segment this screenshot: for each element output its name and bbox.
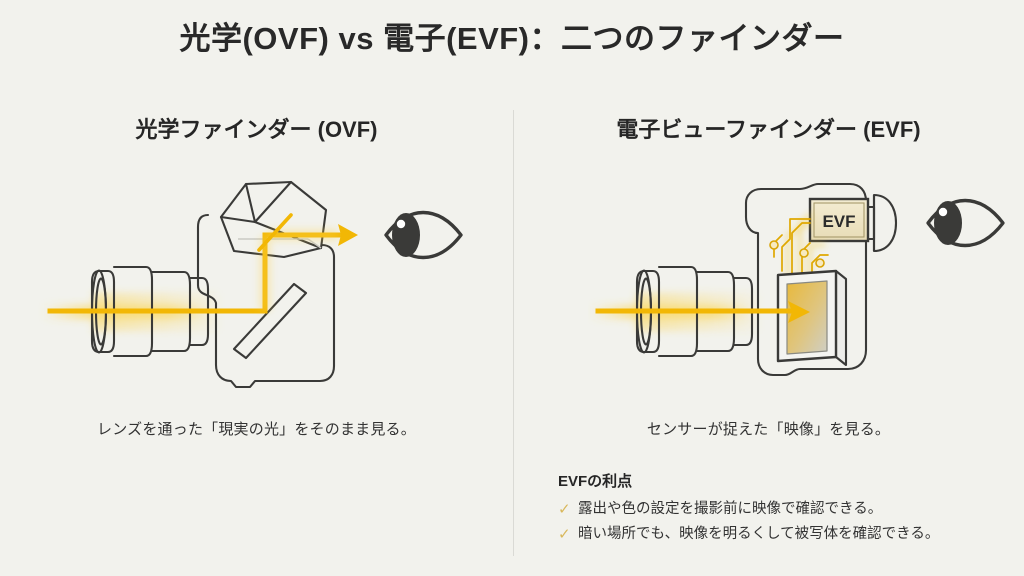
pentaprism	[219, 180, 328, 259]
eyecup	[872, 193, 898, 253]
benefit-text: 暗い場所でも、映像を明るくして被写体を確認できる。	[578, 526, 940, 543]
reflex-mirror	[232, 282, 308, 360]
evf-panel-label: EVF	[822, 212, 855, 231]
evf-panel: EVF	[808, 197, 870, 243]
eye-icon	[926, 198, 1005, 248]
ovf-diagram	[38, 175, 478, 395]
reflection-ray	[257, 213, 293, 252]
light-path-glow	[259, 229, 338, 311]
benefit-item: ✓ 暗い場所でも、映像を明るくして被写体を確認できる。	[558, 525, 1018, 545]
evf-caption: センサーが捉えた「映像」を見る。	[646, 421, 891, 438]
column-heading-evf: 電子ビューファインダー (EVF)	[616, 117, 921, 142]
ovf-caption: レンズを通った「現実の光」をそのまま見る。	[97, 421, 416, 438]
evf-benefits-block: EVFの利点 ✓ 露出や色の設定を撮影前に映像で確認できる。 ✓ 暗い場所でも、…	[558, 470, 1018, 551]
check-icon: ✓	[558, 526, 571, 544]
benefit-text: 露出や色の設定を撮影前に映像で確認できる。	[578, 501, 883, 517]
light-arrow-head	[338, 224, 358, 246]
eye-icon	[384, 210, 463, 260]
column-divider	[513, 110, 514, 556]
circuit-nodes	[769, 240, 825, 268]
light-arrow-head	[788, 301, 810, 323]
column-heading-ovf: 光学ファインダー (OVF)	[135, 117, 378, 142]
page-title: 光学(OVF) vs 電子(EVF)：二つのファインダー	[179, 21, 845, 56]
image-sensor	[776, 269, 848, 367]
check-icon: ✓	[558, 501, 571, 518]
benefit-item: ✓ 露出や色の設定を撮影前に映像で確認できる。	[558, 500, 1018, 520]
evf-diagram: EVF	[588, 175, 1008, 395]
camera-body	[744, 182, 876, 377]
benefits-title: EVFの利点	[558, 473, 633, 490]
camera-body	[196, 213, 336, 389]
circuit-traces	[786, 213, 826, 281]
